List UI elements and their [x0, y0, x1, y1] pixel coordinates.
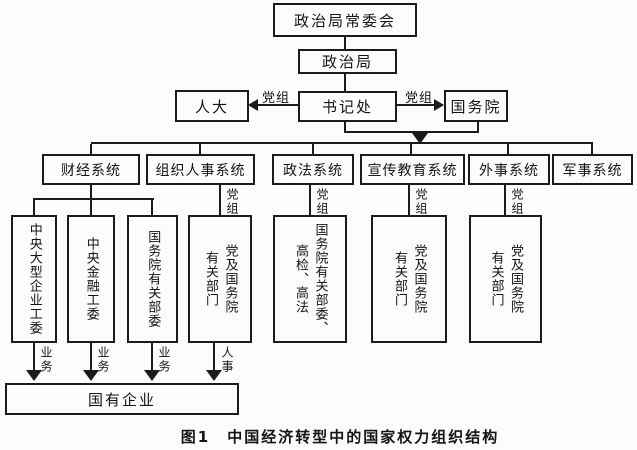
drop-organization — [199, 144, 201, 154]
finance-drop-3 — [151, 200, 153, 215]
edge-propaganda-child — [408, 185, 410, 215]
arrowhead-down-icon — [83, 370, 99, 381]
edge-label-business-3: 业务 — [157, 346, 171, 374]
finance-splitter — [33, 198, 154, 200]
edge-business-1 — [33, 343, 35, 371]
finance-drop-2 — [90, 200, 92, 215]
drop-military — [591, 144, 593, 154]
finance-riser — [90, 185, 92, 199]
edge-foreign-child — [504, 185, 506, 215]
edge-label-party-group-left: 党组 — [262, 91, 291, 106]
drop-finance — [90, 144, 92, 154]
edge-merge-horizontal — [344, 131, 479, 133]
secretariat-box: 书记处 — [298, 91, 397, 122]
org-box-central-large-enterprises-committee: 中央大型企业工委 — [11, 215, 57, 343]
edge-label-party-group-propaganda: 党组 — [414, 188, 428, 216]
drop-political-legal — [312, 144, 314, 154]
edge-label-party-group-foreign: 党组 — [510, 188, 524, 216]
arrowhead-down-icon — [206, 370, 222, 381]
org-box-central-financial-committee: 中央金融工委 — [67, 215, 115, 343]
drop-foreign — [507, 144, 509, 154]
edge-label-party-group-political-legal: 党组 — [315, 188, 329, 216]
arrowhead-down-icon — [26, 370, 42, 381]
edge-secretariat-down — [344, 122, 346, 133]
state-owned-enterprises-box: 国有企业 — [5, 383, 239, 415]
edge-label-business-2: 业务 — [96, 346, 110, 374]
system-box-military: 军事系统 — [552, 154, 633, 185]
npc-box: 人大 — [175, 90, 249, 122]
edge-personnel — [213, 343, 215, 371]
edge-secretariat-state-council — [397, 104, 437, 106]
system-box-propaganda-education: 宣传教育系统 — [360, 154, 465, 185]
org-box-party-state-council-departments-3: 党及国务院 有关部门 — [469, 215, 542, 343]
edge-politburo-secretariat — [344, 74, 346, 91]
edge-business-3 — [151, 343, 153, 371]
finance-drop-1 — [33, 200, 35, 215]
edge-label-business-1: 业务 — [39, 346, 53, 374]
edge-standing-committee-politburo — [344, 37, 346, 49]
arrowhead-down-icon — [412, 133, 428, 144]
edge-political-legal-child — [309, 185, 311, 215]
org-box-state-council-procuratorate-court: 国务院有关部委、 高检、高法 — [273, 215, 347, 343]
system-box-organization-personnel: 组织人事系统 — [146, 154, 255, 185]
systems-bus-line — [91, 142, 593, 144]
arrowhead-down-icon — [144, 370, 160, 381]
politburo-box: 政治局 — [298, 49, 397, 74]
org-box-party-state-council-departments-2: 党及国务院 有关部门 — [371, 215, 447, 343]
edge-business-2 — [90, 343, 92, 371]
edge-label-party-group-organization: 党组 — [225, 188, 239, 216]
state-council-box: 国务院 — [444, 90, 508, 122]
arrowhead-left-icon — [248, 99, 258, 111]
org-box-state-council-ministries: 国务院有关部委 — [127, 215, 178, 343]
system-box-finance-economics: 财经系统 — [42, 154, 140, 185]
edge-label-personnel: 人事 — [220, 346, 234, 374]
arrowhead-right-icon — [434, 99, 444, 111]
system-box-foreign-affairs: 外事系统 — [468, 154, 550, 185]
edge-state-council-down — [477, 122, 479, 133]
system-box-political-legal: 政法系统 — [272, 154, 354, 185]
politburo-standing-committee-box: 政治局常委会 — [273, 3, 417, 37]
edge-organization-child — [219, 185, 221, 215]
drop-propaganda — [410, 144, 412, 154]
edge-secretariat-npc — [256, 104, 298, 106]
edge-label-party-group-right: 党组 — [405, 91, 434, 106]
org-box-party-state-council-departments-1: 党及国务院 有关部门 — [188, 215, 252, 343]
figure-caption: 图1 中国经济转型中的国家权力组织结构 — [180, 428, 500, 446]
